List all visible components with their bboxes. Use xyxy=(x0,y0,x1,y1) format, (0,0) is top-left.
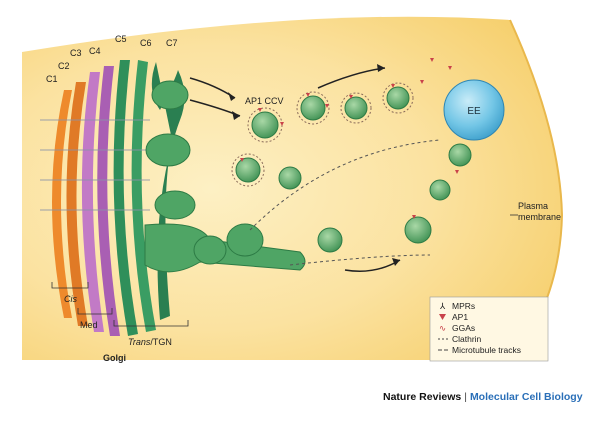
label-membrane: membrane xyxy=(518,212,561,222)
label-c4: C4 xyxy=(89,46,101,56)
legend-microtubule: Microtubule tracks xyxy=(452,345,521,355)
label-golgi: Golgi xyxy=(103,353,126,363)
label-c1: C1 xyxy=(46,74,58,84)
legend-ggas-icon: ∿ xyxy=(439,323,446,333)
label-c7: C7 xyxy=(166,38,178,48)
label-c6: C6 xyxy=(140,38,152,48)
credit-separator: | xyxy=(464,391,467,403)
label-trans-rest: /TGN xyxy=(150,337,172,347)
ee-label: EE xyxy=(467,106,481,117)
credit-publisher: Nature Reviews xyxy=(383,391,461,403)
legend-ap1: AP1 xyxy=(452,312,468,322)
label-ap1-ccv: AP1 CCV xyxy=(245,96,284,106)
legend-mprs: MPRs xyxy=(452,301,475,311)
legend-ggas: GGAs xyxy=(452,323,475,333)
legend: ⅄ MPRs AP1 ∿ GGAs Clathrin Microtubule t… xyxy=(430,297,548,361)
label-c3: C3 xyxy=(70,48,82,58)
label-trans-italic: Trans xyxy=(128,337,151,347)
label-c2: C2 xyxy=(58,61,70,71)
label-med: Med xyxy=(80,320,98,330)
legend-mprs-icon: ⅄ xyxy=(439,301,446,311)
label-plasma: Plasma xyxy=(518,201,548,211)
label-trans: Trans/TGN xyxy=(128,337,172,347)
label-c5: C5 xyxy=(115,34,127,44)
credit-journal: Molecular Cell Biology xyxy=(470,391,583,403)
legend-clathrin: Clathrin xyxy=(452,334,482,344)
label-cis: Cis xyxy=(64,294,77,304)
source-credit: Nature Reviews|Molecular Cell Biology xyxy=(383,391,583,403)
